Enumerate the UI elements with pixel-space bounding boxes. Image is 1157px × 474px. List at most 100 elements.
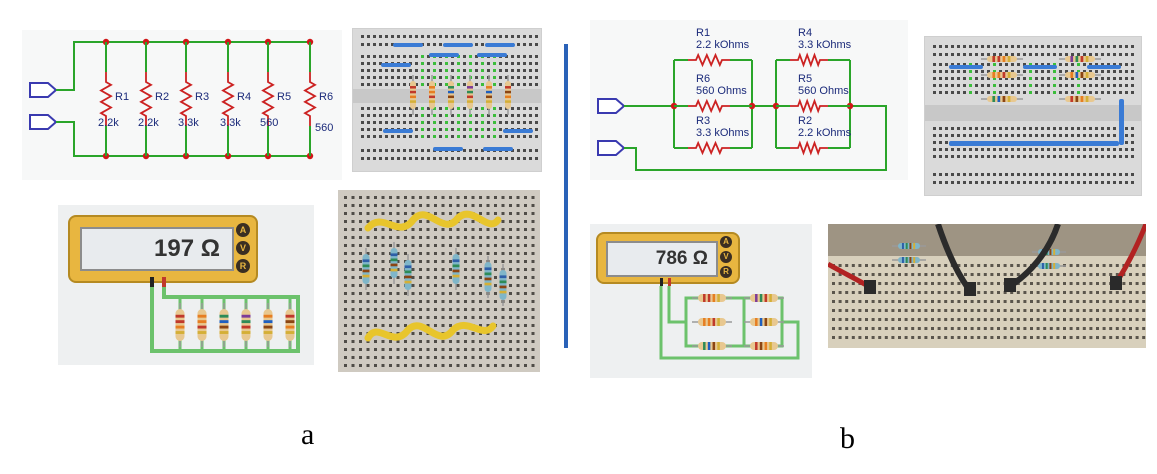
resistor-icon <box>1059 72 1101 78</box>
resistor-icon <box>744 342 784 350</box>
meter-circuit-a: 197 Ω A V R <box>58 205 314 365</box>
resistor-icon <box>197 303 207 347</box>
jumper-wire <box>949 65 983 69</box>
resistor-icon <box>241 303 251 347</box>
jumper-wire <box>429 53 459 57</box>
resistor-icon <box>448 75 454 115</box>
resistor-icon <box>303 72 317 126</box>
resistor-name: R6 <box>319 91 333 103</box>
input-port-icon <box>597 140 626 156</box>
resistor-value: 2.2 kOhms <box>696 39 750 51</box>
resistor-icon <box>261 72 275 126</box>
resistor-icon <box>981 72 1023 78</box>
jumper-wire <box>393 43 423 47</box>
resistor-icon <box>1059 96 1101 102</box>
resistor-value: 560 <box>315 122 333 134</box>
resistor-icon <box>692 294 732 302</box>
resistor-icon <box>179 72 193 126</box>
jumper-wire <box>949 141 1119 146</box>
multimeter: 197 Ω A V R <box>68 215 258 283</box>
volt-button[interactable]: V <box>720 251 732 263</box>
jumper-wire <box>1023 65 1057 69</box>
resistor-value: 3.3k <box>178 117 199 129</box>
resistor-icon <box>99 72 113 126</box>
meter-display: 786 Ω <box>606 241 718 277</box>
meter-reading: 197 Ω <box>154 235 220 262</box>
input-port-icon <box>597 98 626 114</box>
amp-button[interactable]: A <box>720 236 732 248</box>
resistor-icon <box>362 248 370 290</box>
resistor-icon <box>790 140 828 156</box>
jumper-wire <box>503 129 533 133</box>
jumper-wire <box>1087 65 1121 69</box>
resistor-icon <box>790 52 828 68</box>
volt-button[interactable]: V <box>236 241 250 255</box>
jumper-wire <box>485 43 515 47</box>
resistor-icon <box>467 75 473 115</box>
input-port-icon <box>29 114 58 130</box>
resistor-name: R3 <box>195 91 209 103</box>
resistor-icon <box>892 257 926 263</box>
jumper-wire <box>381 63 411 67</box>
resistor-name: R4 <box>237 91 251 103</box>
resistor-value: 560 Ohms <box>798 85 849 97</box>
resistor-icon <box>1059 56 1101 62</box>
resistor-value: 560 Ohms <box>696 85 747 97</box>
resistor-icon <box>175 303 185 347</box>
resistor-name: R6 <box>696 73 710 85</box>
resistor-value: 560 <box>260 117 278 129</box>
breadboard-sim-a <box>352 28 542 172</box>
ohm-button[interactable]: R <box>236 259 250 273</box>
jumper-wire <box>383 129 413 133</box>
jumper-wire <box>477 53 507 57</box>
caption-a: a <box>301 418 315 451</box>
resistor-icon <box>1032 263 1066 269</box>
resistor-icon <box>486 75 492 115</box>
resistor-icon <box>221 72 235 126</box>
resistor-icon <box>692 318 732 326</box>
resistor-icon <box>692 342 732 350</box>
resistor-name: R2 <box>798 115 812 127</box>
caption-b: b <box>840 422 855 455</box>
resistor-name: R4 <box>798 27 812 39</box>
resistor-name: R1 <box>696 27 710 39</box>
breadboard-photo-a <box>338 190 540 372</box>
resistor-icon <box>410 75 416 115</box>
breadboard-sim-b <box>924 36 1142 196</box>
ohm-button[interactable]: R <box>720 266 732 278</box>
resistor-value: 2.2k <box>138 117 159 129</box>
resistor-name: R1 <box>115 91 129 103</box>
resistor-icon <box>744 294 784 302</box>
jumper-wire <box>1119 99 1124 145</box>
resistor-icon <box>981 96 1023 102</box>
resistor-icon <box>688 52 730 68</box>
resistor-icon <box>484 256 492 298</box>
resistor-icon <box>139 72 153 126</box>
resistor-icon <box>452 248 460 290</box>
resistor-icon <box>790 98 828 114</box>
resistor-icon <box>744 318 784 326</box>
jumper-wire <box>483 147 513 151</box>
resistor-value: 2.2k <box>98 117 119 129</box>
resistor-icon <box>219 303 229 347</box>
amp-button[interactable]: A <box>236 223 250 237</box>
resistor-name: R3 <box>696 115 710 127</box>
panel-divider <box>564 44 568 348</box>
resistor-name: R2 <box>155 91 169 103</box>
meter-display: 197 Ω <box>80 227 234 271</box>
multimeter: 786 Ω A V R <box>596 232 740 284</box>
meter-circuit-b: 786 Ω A V R <box>590 224 812 378</box>
resistor-icon <box>981 56 1023 62</box>
breadboard-photo-b <box>828 224 1146 348</box>
resistor-icon <box>505 75 511 115</box>
resistor-icon <box>688 140 730 156</box>
resistor-value: 3.3 kOhms <box>798 39 852 51</box>
meter-reading: 786 Ω <box>655 248 708 269</box>
resistor-value: 2.2 kOhms <box>798 127 852 139</box>
resistor-name: R5 <box>277 91 291 103</box>
resistor-icon <box>263 303 273 347</box>
resistor-icon <box>892 243 926 249</box>
resistor-value: 3.3 kOhms <box>696 127 750 139</box>
